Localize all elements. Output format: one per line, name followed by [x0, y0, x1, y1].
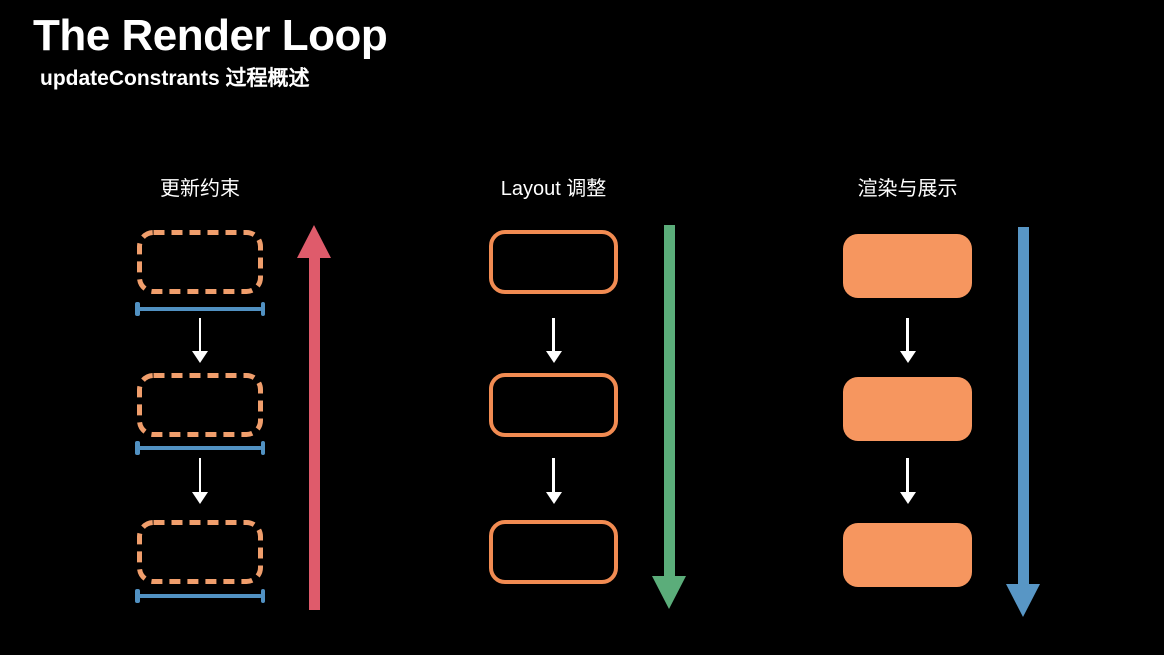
flow-down-arrow-icon [192, 458, 208, 504]
arrow-head [1006, 584, 1040, 617]
arrow-head [192, 351, 208, 363]
width-constraint-bar-line [138, 307, 262, 311]
arrow-head [545, 351, 562, 363]
view-box-dashed-3 [137, 520, 263, 584]
arrow-shaft [1017, 227, 1029, 584]
column-header-render-display: 渲染与展示 [857, 178, 958, 200]
column-header-update-constraints: 更新约束 [160, 178, 240, 200]
width-constraint-bar-2 [135, 441, 265, 455]
flow-down-arrow-icon [192, 318, 208, 363]
view-box-filled-2 [843, 377, 972, 441]
arrow-shaft [552, 318, 555, 351]
width-constraint-bar-1 [135, 302, 265, 316]
arrow-shaft [906, 458, 909, 492]
flow-down-arrow-icon [545, 318, 562, 363]
view-box-dashed-1 [137, 230, 263, 294]
arrow-head [899, 492, 916, 504]
view-box-dashed-2 [137, 373, 263, 437]
arrow-shaft [198, 318, 202, 351]
view-box-filled-1 [843, 234, 972, 298]
update-pass-up-arrow-icon [297, 225, 331, 610]
width-constraint-bar-3 [135, 589, 265, 603]
column-header-layout-adjust: Layout 调整 [500, 178, 607, 200]
arrow-shaft [906, 318, 909, 351]
arrow-head [652, 576, 686, 609]
flow-down-arrow-icon [545, 458, 562, 504]
layout-pass-down-arrow-icon [652, 225, 686, 609]
view-box-outlined-3 [489, 520, 618, 584]
arrow-shaft [308, 258, 320, 610]
width-constraint-bar-line [138, 594, 262, 598]
slide-subtitle: updateConstrants 过程概述 [40, 67, 310, 90]
slide-title: The Render Loop [33, 11, 388, 60]
column-layout-adjust: Layout 调整 [489, 170, 618, 640]
column-update-constraints: 更新约束 [135, 170, 265, 640]
arrow-shaft [552, 458, 555, 492]
view-box-filled-3 [843, 523, 972, 587]
column-render-display: 渲染与展示 [843, 170, 972, 640]
arrow-head [192, 492, 208, 504]
view-box-outlined-1 [489, 230, 618, 294]
view-box-outlined-2 [489, 373, 618, 437]
arrow-head [899, 351, 916, 363]
flow-down-arrow-icon [899, 318, 916, 363]
render-pass-down-arrow-icon [1006, 227, 1040, 617]
arrow-shaft [663, 225, 675, 576]
arrow-shaft [198, 458, 202, 492]
arrow-head [545, 492, 562, 504]
width-constraint-bar-line [138, 446, 262, 450]
arrow-head [297, 225, 331, 258]
flow-down-arrow-icon [899, 458, 916, 504]
